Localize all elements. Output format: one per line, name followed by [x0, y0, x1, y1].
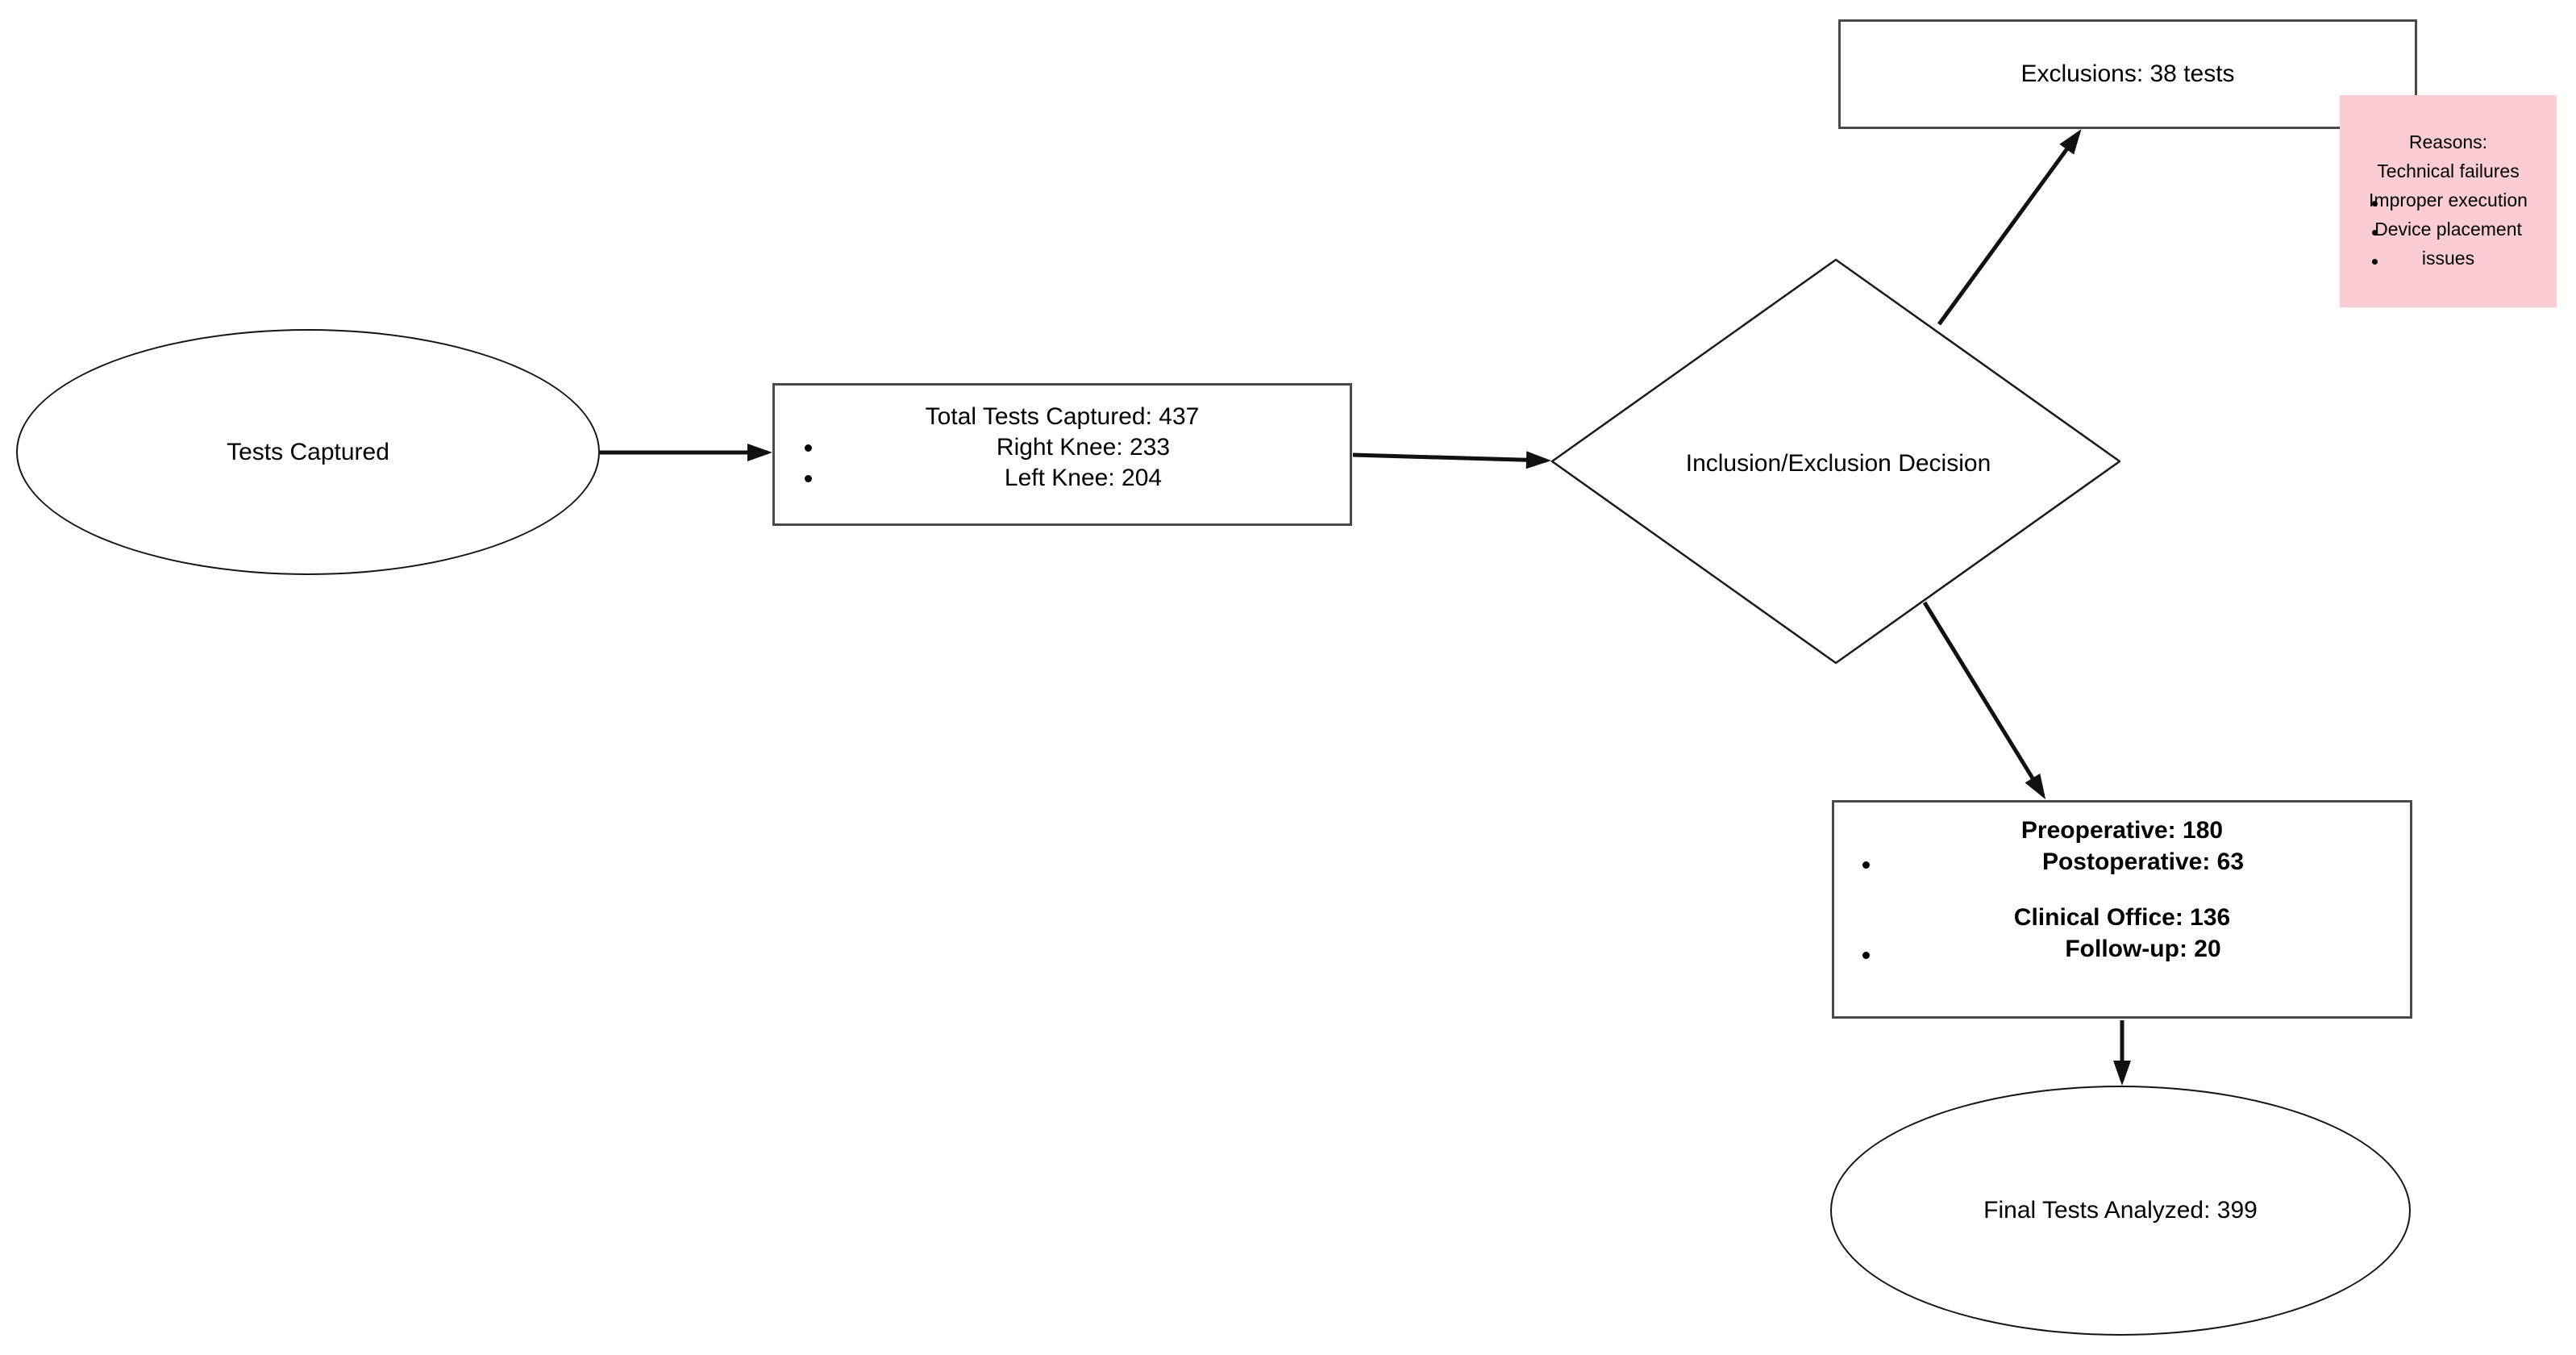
included-box	[1832, 800, 2412, 1019]
bullet-dot	[2372, 201, 2378, 206]
start-ellipse-tests-captured: Tests Captured	[16, 329, 600, 575]
decision-diamond-label: Inclusion/Exclusion Decision	[1685, 450, 1991, 477]
bullet-dot	[805, 475, 812, 482]
totals-box	[772, 383, 1352, 526]
totals-item-left-knee: Left Knee: 204	[1004, 465, 1163, 491]
reasons-item-technical-failures: Technical failures	[2377, 161, 2520, 181]
totals-item-right-knee: Right Knee: 233	[996, 434, 1171, 461]
bullet-dot	[805, 444, 812, 452]
reasons-note: Reasons: Technical failures Improper exe…	[2340, 95, 2557, 307]
exclusions-box-label: Exclusions: 38 tests	[2020, 60, 2235, 87]
exclusions-box-label-wrap: Exclusions: 38 tests	[1838, 19, 2417, 129]
decision-diamond-shape	[1550, 258, 2121, 665]
reasons-item-device-placement-issues: Device placement issues	[2374, 219, 2522, 269]
arrow-decision-to-exclusions	[1937, 129, 2082, 326]
arrow-totals-to-decision	[1352, 451, 1551, 469]
included-spacer	[1832, 878, 2412, 902]
included-preoperative: Preoperative: 180	[2020, 817, 2224, 844]
totals-title: Total Tests Captured: 437	[925, 403, 1200, 430]
final-ellipse-label: Final Tests Analyzed: 399	[1983, 1197, 2258, 1224]
bullet-dot	[1862, 952, 1870, 959]
included-postoperative: Postoperative: 63	[2041, 848, 2245, 875]
included-box-text: Preoperative: 180 Postoperative: 63 Clin…	[1832, 800, 2412, 965]
reasons-item-improper-execution: Improper execution	[2369, 190, 2528, 211]
included-follow-up: Follow-up: 20	[2065, 936, 2221, 962]
start-ellipse-label: Tests Captured	[227, 438, 389, 465]
included-clinical-office: Clinical Office: 136	[2013, 904, 2231, 931]
bullet-dot	[1862, 861, 1870, 869]
decision-diamond-label-wrap: Inclusion/Exclusion Decision	[1568, 266, 2108, 661]
exclusions-box	[1838, 19, 2417, 129]
bullet-dot	[2372, 230, 2378, 236]
final-ellipse-tests-analyzed: Final Tests Analyzed: 399	[1830, 1086, 2411, 1336]
arrow-decision-to-included	[1922, 601, 2046, 800]
bullet-dot	[2372, 259, 2378, 265]
reasons-title: Reasons:	[2408, 131, 2488, 152]
totals-box-text: Total Tests Captured: 437 Right Knee: 23…	[772, 383, 1352, 494]
